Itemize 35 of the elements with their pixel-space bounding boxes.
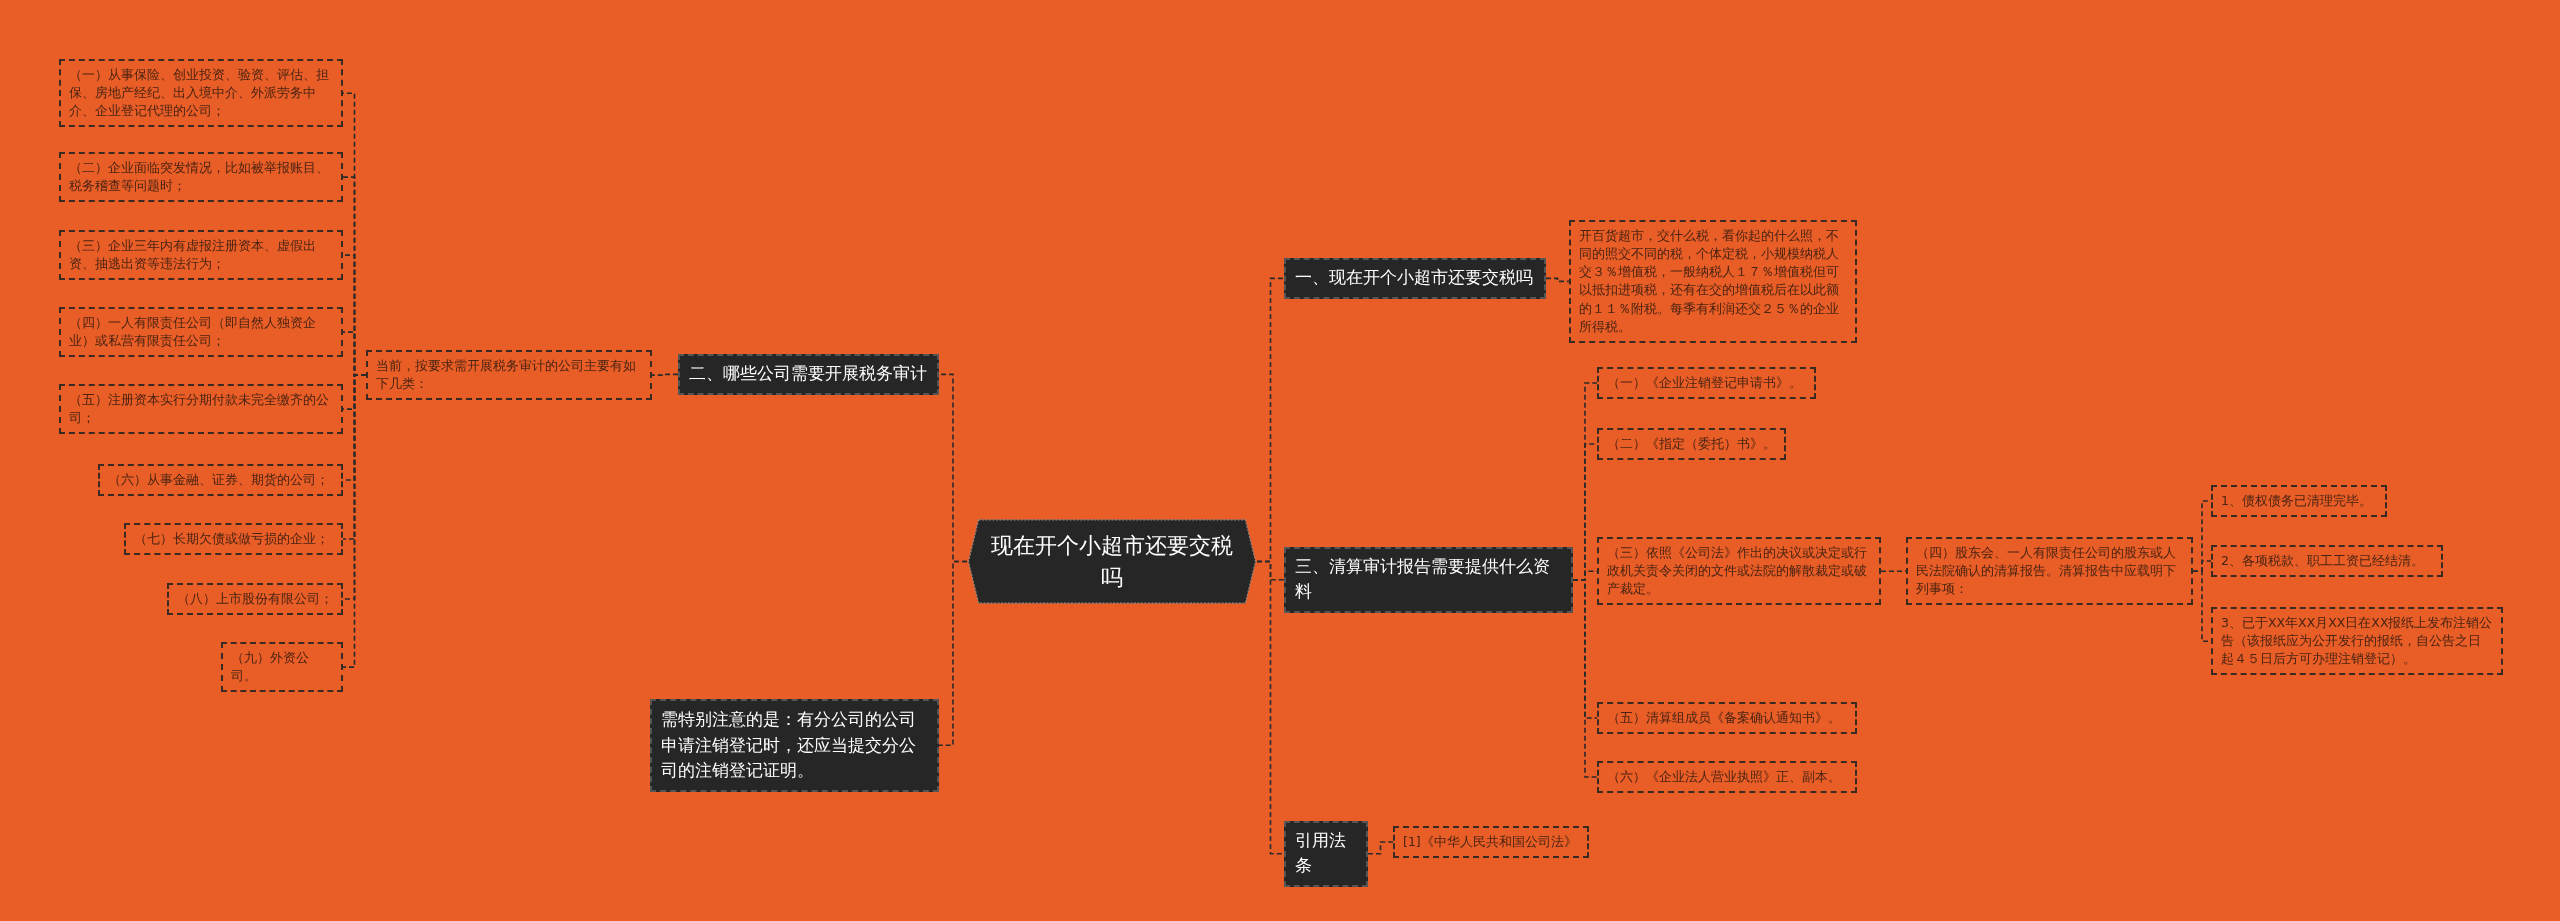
text-box: 2、各项税款、职工工资已经结清。: [2211, 545, 2443, 578]
connector-line: [342, 374, 367, 668]
connector-line: [651, 373, 679, 376]
topic-box: 二、哪些公司需要开展税务审计: [678, 354, 939, 395]
text-box: （一）《企业注销登记申请书》。: [1597, 367, 1816, 400]
text-box: （九）外资公司。: [221, 642, 343, 693]
connector-line: [1367, 841, 1394, 855]
connector-line: [1256, 560, 1285, 855]
topic-box: 引用法条: [1284, 821, 1368, 887]
connector-line: [938, 560, 968, 747]
text-box: （七）长期欠债或做亏损的企业；: [124, 523, 343, 556]
text-box: [1]《中华人民共和国公司法》: [1393, 826, 1589, 859]
note-box: 需特别注意的是：有分公司的公司申请注销登记时，还应当提交分公司的注销登记证明。: [650, 699, 939, 792]
text-box: （四）股东会、一人有限责任公司的股东或人民法院确认的清算报告。清算报告中应载明下列事项：: [1906, 537, 2193, 606]
text-box: 3、已于XX年XX月XX日在XX报纸上发布注销公告（该报纸应为公开发行的报纸，自公告之日起４５日后方可办理注销登记）。: [2211, 607, 2503, 676]
text-box: 当前，按要求需开展税务审计的公司主要有如下几类：: [366, 350, 652, 401]
text-box: （八）上市股份有限公司；: [167, 583, 343, 616]
text-box: （二）《指定（委托）书》。: [1597, 428, 1786, 461]
connector-line: [1572, 578, 1598, 778]
text-box: 开百货超市，交什么税，看你起的什么照，不同的照交不同的税，个体定税，小规模纳税人交３％增值税，一般纳税人１７％增值税但可以抵扣进项税，还有在交的增值税后在以此额的１１％附税。每季有利润还交２５％的企业所得税。: [1569, 220, 1857, 343]
central-topic: 现在开个小超市还要交税吗: [967, 519, 1257, 604]
text-box: 1、债权债务已清理完毕。: [2211, 485, 2387, 518]
text-box: （六）《企业法人营业执照》正、副本。: [1597, 761, 1857, 794]
text-box: （五）注册资本实行分期付款未完全缴齐的公司；: [59, 384, 343, 435]
topic-box: 一、现在开个小超市还要交税吗: [1284, 258, 1546, 299]
text-box: （三）企业三年内有虚报注册资本、虚假出资、抽逃出资等违法行为；: [59, 230, 343, 281]
text-box: （五）清算组成员《备案确认通知书》。: [1597, 702, 1857, 735]
topic-box: 三、清算审计报告需要提供什么资料: [1284, 547, 1573, 613]
text-box: （一）从事保险、创业投资、验资、评估、担保、房地产经纪、出入境中介、外派劳务中介、企业登记代理的公司；: [59, 59, 343, 128]
text-box: （四）一人有限责任公司（即自然人独资企业）或私营有限责任公司；: [59, 307, 343, 358]
connector-line: [1880, 570, 1907, 572]
text-box: （六）从事金融、证券、期货的公司；: [98, 464, 343, 497]
text-box: （二）企业面临突发情况，比如被举报账目、税务稽查等问题时；: [59, 152, 343, 203]
connector-line: [1545, 277, 1570, 283]
text-box: （三）依照《公司法》作出的决议或决定或行政机关责令关闭的文件或法院的解散裁定或破产裁定。: [1597, 537, 1881, 606]
